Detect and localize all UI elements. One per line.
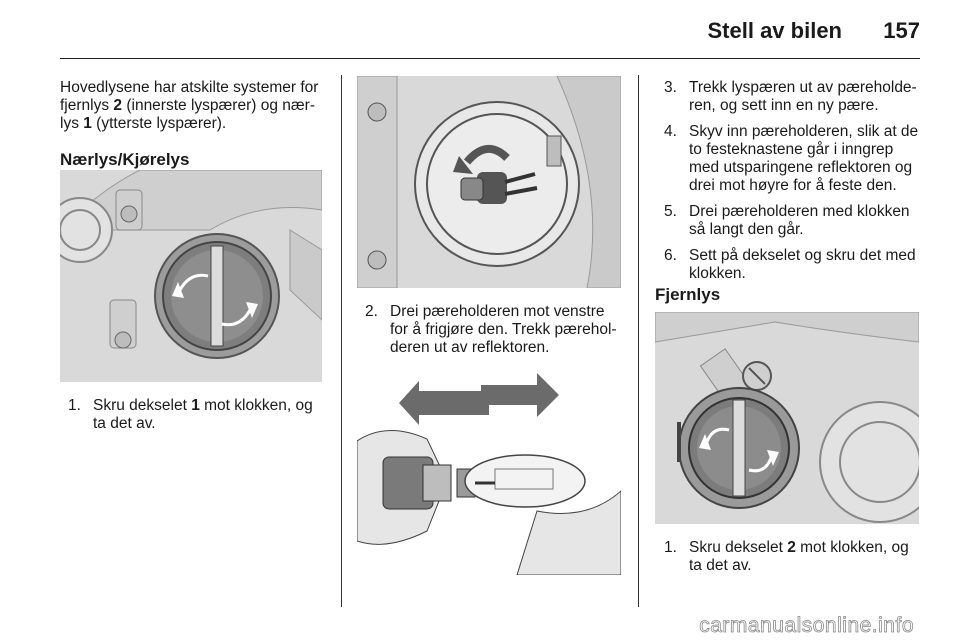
intro-ref-2: 2 [113,97,123,114]
section-title: Stell av bilen [707,18,843,43]
step-number: 1. [68,397,81,414]
step-4: 4. Skyv inn pæreholderen, slik at de to f… [664,123,922,195]
heading-naerlys: Nærlys/Kjørelys [60,150,190,169]
step-number: 1. [664,539,677,556]
step-text-b: mot klokken, og ta det av. [689,539,909,574]
page-header: Stell av bilen 157 [60,0,920,59]
step-5: 5. Drei pæreholderen med klokken så langt… [664,203,922,239]
step-number: 2. [365,303,378,320]
figure-low-beam-cover [60,170,322,382]
figure-high-beam-cover [655,312,919,524]
step-1-high-beam: 1. Skru dekselet 2 mot klokken, og ta det… [664,539,922,575]
step-ref: 2 [787,539,796,556]
intro-text-1: Hovedlysene har atskilte systemer for fj… [60,79,319,114]
step-2: 2. Drei pæreholderen mot venstre for å fr… [365,303,625,357]
intro-ref-1: 1 [83,115,92,132]
step-number: 6. [664,247,677,264]
step-text: Sett på dekselet og skru det med klokken… [689,247,916,282]
intro-text-3: (ytterste lyspærer). [91,115,227,132]
heading-fjernlys: Fjernlys [655,285,721,304]
column-divider-1 [341,75,342,607]
column-3-steps: 3. Trekk lyspæren ut av pæreholde-ren, og… [664,79,922,283]
step-3: 3. Trekk lyspæren ut av pæreholde-ren, og… [664,79,922,115]
step-text: Drei pæreholderen med klokken så langt d… [689,203,910,238]
watermark: carmanualsonline.info [699,614,914,638]
step-6: 6. Sett på dekselet og skru det med klokk… [664,247,922,283]
page-number: 157 [883,18,920,43]
figure-bulb-holder-rotate [357,76,621,288]
step-number: 5. [664,203,677,220]
step-ref: 1 [191,397,200,414]
step-number: 3. [664,79,677,96]
intro-text-2: (innerste lyspærer) og nær-lys [60,97,315,132]
column-1: Hovedlysene har atskilte systemer for fj… [60,79,326,169]
step-text: Trekk lyspæren ut av pæreholde-ren, og s… [689,79,917,114]
step-text: Skyv inn pæreholderen, slik at de to fes… [689,123,919,194]
intro-paragraph: Hovedlysene har atskilte systemer for fj… [60,79,326,133]
column-2-steps: 2. Drei pæreholderen mot venstre for å fr… [365,303,625,357]
step-number: 4. [664,123,677,140]
step-1-low-beam: 1. Skru dekselet 1 mot klokken, og ta det… [68,397,326,433]
step-text-a: Skru dekselet [689,539,788,556]
figure-bulb-removal [357,361,621,575]
step-text-a: Skru dekselet [93,397,192,414]
step-text-b: mot klokken, og ta det av. [93,397,313,432]
step-text: Drei pæreholderen mot venstre for å frig… [390,303,617,356]
column-divider-2 [638,75,639,607]
column-1-steps: 1. Skru dekselet 1 mot klokken, og ta det… [68,397,326,433]
column-3-high-beam-steps: 1. Skru dekselet 2 mot klokken, og ta det… [664,539,922,575]
